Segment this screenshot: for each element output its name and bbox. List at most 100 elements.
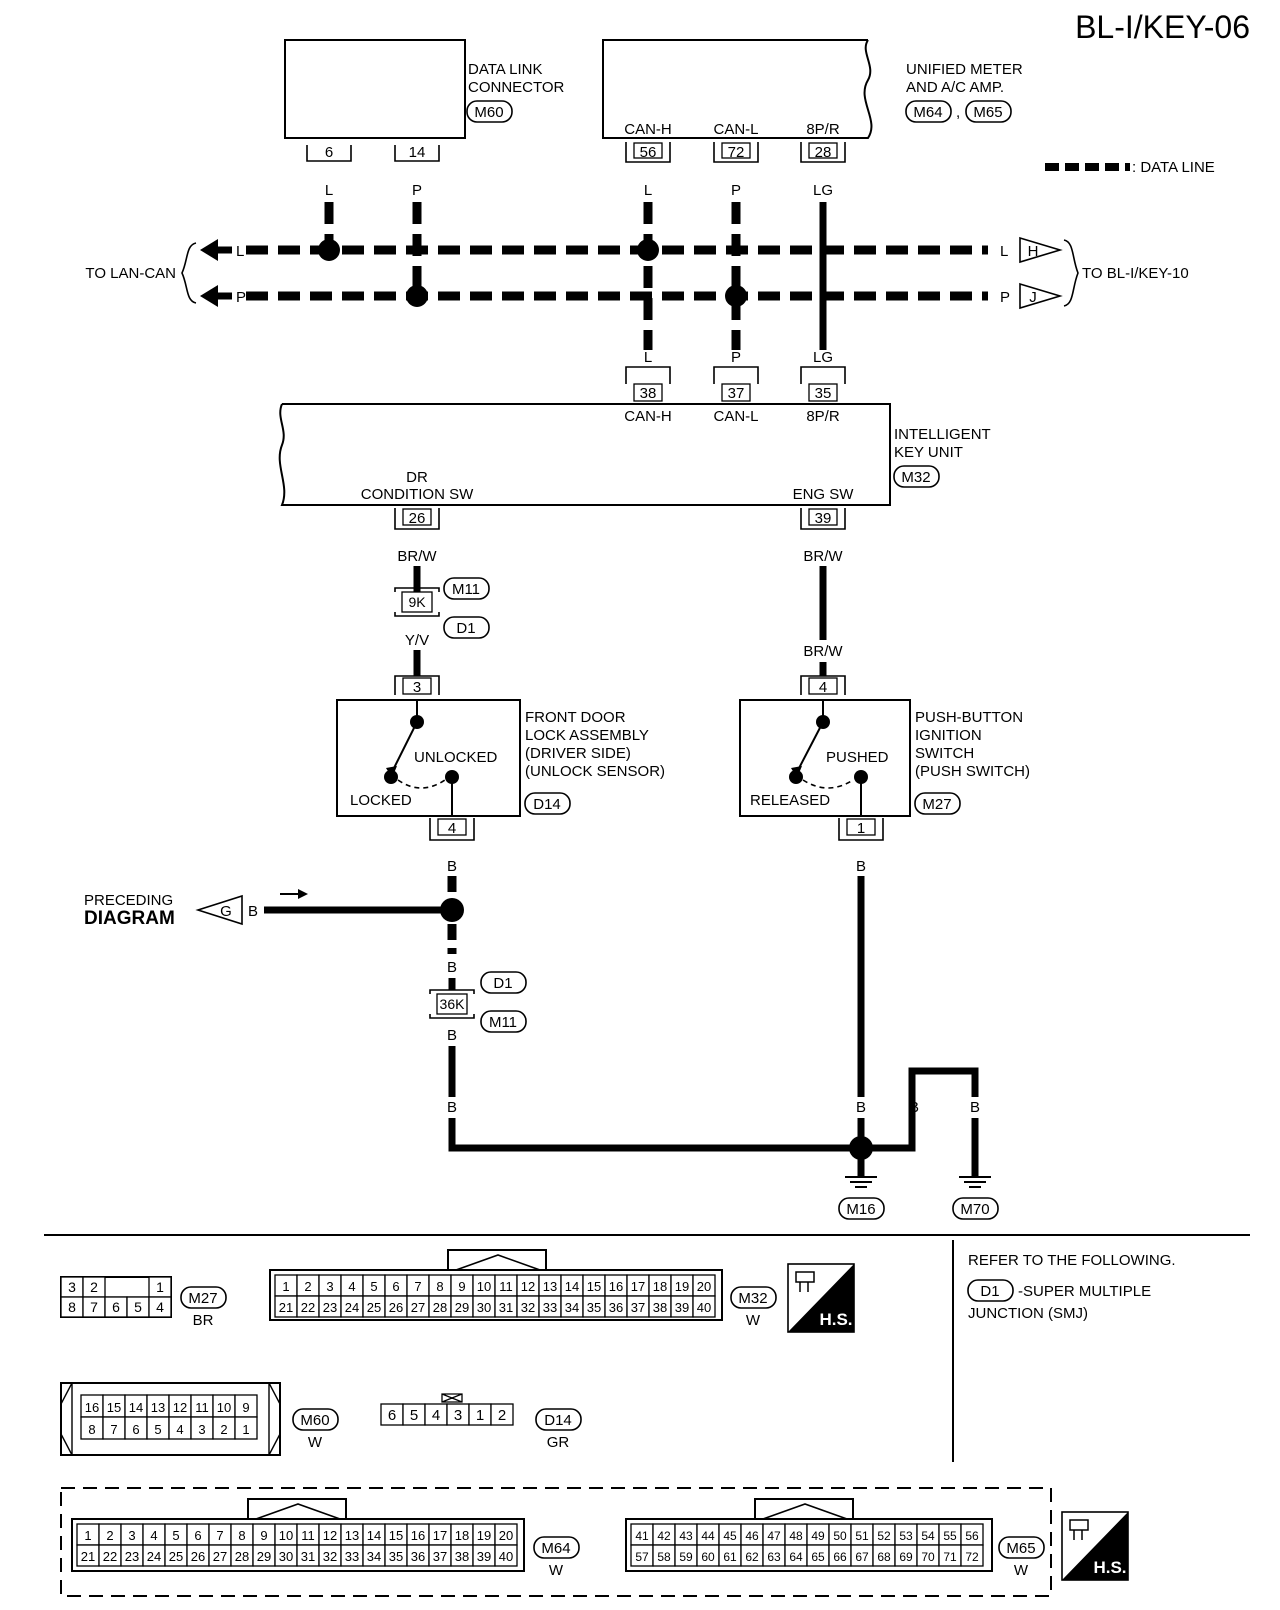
dlc-wire-p: P bbox=[412, 182, 422, 199]
wire-b-ign: B bbox=[856, 858, 866, 875]
pin-number: 28 bbox=[235, 1549, 249, 1564]
pin-number: 7 bbox=[216, 1528, 223, 1543]
dlc-label-2: CONNECTOR bbox=[468, 79, 565, 96]
pin-number: 14 bbox=[129, 1400, 143, 1415]
pin-number: 37 bbox=[433, 1549, 447, 1564]
pin-number: 14 bbox=[367, 1528, 381, 1543]
bus-right-p: P bbox=[1000, 289, 1010, 306]
ikey-connector-id: M32 bbox=[901, 469, 930, 486]
push-button-ignition-switch: 4 PUSHED RELEASED PUSH-BUTTON IGNITION S… bbox=[739, 675, 1030, 841]
pin-number: 6 bbox=[392, 1279, 399, 1294]
data-link-connector: DATA LINK CONNECTOR M60 6 14 L P bbox=[284, 39, 565, 199]
pin-number: 19 bbox=[477, 1528, 491, 1543]
ikey-pin-35: 35 bbox=[815, 385, 832, 402]
pin-number: 14 bbox=[565, 1279, 579, 1294]
pin-number: 24 bbox=[345, 1300, 359, 1315]
pin-number: 66 bbox=[833, 1550, 847, 1564]
preceding-label-1: PRECEDING bbox=[84, 892, 173, 909]
pin-number: 38 bbox=[455, 1549, 469, 1564]
pin-number: 1 bbox=[476, 1407, 484, 1424]
pin-number: 43 bbox=[679, 1529, 693, 1543]
pin-number: 37 bbox=[631, 1300, 645, 1315]
refer-conn: D1 bbox=[980, 1283, 999, 1300]
pin-number: 22 bbox=[301, 1300, 315, 1315]
refer-line-2: -SUPER MULTIPLE bbox=[1018, 1283, 1151, 1300]
pin-number: 12 bbox=[521, 1279, 535, 1294]
ikey-pin-label-canl: CAN-L bbox=[713, 408, 758, 425]
pin-number: 15 bbox=[587, 1279, 601, 1294]
pin-number: 42 bbox=[657, 1529, 671, 1543]
pin-number: 2 bbox=[304, 1279, 311, 1294]
pin-number: 21 bbox=[279, 1300, 293, 1315]
pin-number: 11 bbox=[195, 1400, 209, 1415]
pin-number: 33 bbox=[345, 1549, 359, 1564]
pin-number: 58 bbox=[657, 1550, 671, 1564]
pin-number: 36 bbox=[411, 1549, 425, 1564]
preceding-label-2: DIAGRAM bbox=[84, 908, 175, 929]
pin-number: 5 bbox=[134, 1299, 142, 1315]
pin-number: 23 bbox=[323, 1300, 337, 1315]
door-connector-id: D14 bbox=[533, 796, 561, 813]
pin-number: 51 bbox=[855, 1529, 869, 1543]
door-label-1: FRONT DOOR bbox=[525, 709, 626, 726]
ikey-wire-p: P bbox=[731, 349, 741, 366]
to-lan-can-label: TO LAN-CAN bbox=[85, 265, 176, 282]
pin-number: 4 bbox=[150, 1528, 157, 1543]
pin-number: 15 bbox=[107, 1400, 121, 1415]
meter-sep: , bbox=[956, 104, 960, 121]
pin-number: 63 bbox=[767, 1550, 781, 1564]
connector-cavity bbox=[490, 1403, 514, 1426]
pin-number: 25 bbox=[169, 1549, 183, 1564]
pin-number: 9 bbox=[242, 1400, 249, 1415]
pin-number: 64 bbox=[789, 1550, 803, 1564]
can-bus: L P TO LAN-CAN L P H J TO BL-I/KEY-10 L … bbox=[85, 202, 1189, 366]
pin-number: 49 bbox=[811, 1529, 825, 1543]
pin-number: 5 bbox=[172, 1528, 179, 1543]
pin-number: 40 bbox=[499, 1549, 513, 1564]
meter-pin-label-canl: CAN-L bbox=[713, 121, 758, 138]
pin-number: 30 bbox=[279, 1549, 293, 1564]
eng-sw-label: ENG SW bbox=[793, 486, 855, 503]
pin-number: 7 bbox=[414, 1279, 421, 1294]
pin-number: 61 bbox=[723, 1550, 737, 1564]
smj-9k: BR/W 9K M11 D1 Y/V BR/W BR/W bbox=[394, 548, 843, 676]
pin-number: 32 bbox=[521, 1300, 535, 1315]
m60-color: W bbox=[308, 1434, 323, 1451]
pin-number: 70 bbox=[921, 1550, 935, 1564]
pin-number: 45 bbox=[723, 1529, 737, 1543]
pin-number: 19 bbox=[675, 1279, 689, 1294]
door-state-unlocked: UNLOCKED bbox=[414, 749, 498, 766]
meter-connector-1: M64 bbox=[913, 104, 942, 121]
ign-label-2: IGNITION bbox=[915, 727, 982, 744]
m32-label: M32 bbox=[738, 1290, 767, 1307]
flag-h: H bbox=[1028, 243, 1039, 260]
m65-label: M65 bbox=[1006, 1540, 1035, 1557]
pin-number: 13 bbox=[345, 1528, 359, 1543]
pin-number: 39 bbox=[675, 1300, 689, 1315]
pin-number: 26 bbox=[389, 1300, 403, 1315]
pin-number: 11 bbox=[301, 1528, 315, 1543]
pin-number: 44 bbox=[701, 1529, 715, 1543]
pin-number: 8 bbox=[88, 1422, 95, 1437]
wire-b-ign-low: B bbox=[856, 1099, 866, 1116]
pin-number: 6 bbox=[194, 1528, 201, 1543]
pin-number: 31 bbox=[499, 1300, 513, 1315]
pin-number: 1 bbox=[282, 1279, 289, 1294]
smj-conn-d1: D1 bbox=[456, 620, 475, 637]
ikey-wire-lg: LG bbox=[813, 349, 833, 366]
pin-number: 31 bbox=[301, 1549, 315, 1564]
ign-pin-1: 1 bbox=[857, 820, 865, 837]
pin-number: 4 bbox=[348, 1279, 355, 1294]
hs-badge-2-text: H.S. bbox=[1093, 1558, 1126, 1577]
pin-number: 22 bbox=[103, 1549, 117, 1564]
ikey-pin-37: 37 bbox=[728, 385, 745, 402]
ikey-label-2: KEY UNIT bbox=[894, 444, 963, 461]
pin-number: 18 bbox=[653, 1279, 667, 1294]
pin-number: 8 bbox=[68, 1299, 76, 1315]
pin-number: 10 bbox=[477, 1279, 491, 1294]
pin-number: 2 bbox=[90, 1279, 98, 1295]
dlc-connector-id: M60 bbox=[474, 104, 503, 121]
